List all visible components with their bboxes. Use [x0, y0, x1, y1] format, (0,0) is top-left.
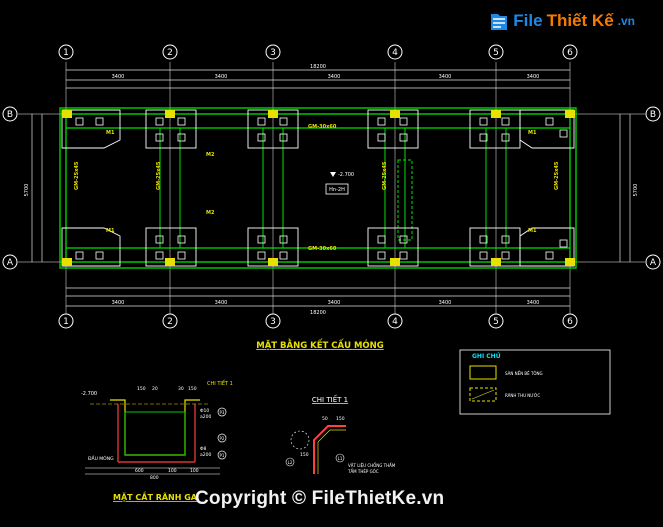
section-total-bottom: 800: [150, 475, 159, 481]
dimension-lines: [31, 69, 631, 307]
axis-label-3-bottom: 3: [270, 317, 276, 327]
footings: [61, 109, 575, 267]
detail-marker-2: L2: [288, 460, 293, 465]
legend-item-1: SÀN NỀN BÊ TÔNG: [505, 371, 543, 376]
marker-p2: P2: [220, 436, 225, 441]
legend: GHI CHÚ SÀN NỀN BÊ TÔNG RÃNH THU NƯỚC: [459, 349, 611, 415]
axis-label-4-top: 4: [392, 48, 398, 58]
piles: [75, 117, 568, 260]
section-dim-bottom-3: 100: [190, 468, 199, 474]
legend-title: GHI CHÚ: [472, 353, 501, 360]
columns: [62, 110, 575, 266]
grade-beam-tag-top: GM-30x60: [308, 124, 337, 130]
span-dim-3-bottom: 3400: [328, 300, 341, 306]
vertical-beam-tag-4: GM-25x45: [554, 161, 560, 190]
section-dim-2: 20: [152, 386, 158, 392]
section-dim-bottom-2: 100: [168, 468, 177, 474]
axis-label-5-bottom: 5: [493, 317, 499, 327]
grade-beam-outline: [59, 107, 577, 269]
total-length-dim-bottom: 18200: [310, 310, 326, 316]
axis-label-a-right: A: [650, 258, 657, 268]
axis-label-6-top: 6: [567, 48, 573, 58]
drain-outline: [60, 159, 576, 269]
span-dim-2: 3400: [215, 74, 228, 80]
span-dim-5: 3400: [527, 74, 540, 80]
detail-dim-3: 150: [300, 452, 309, 458]
span-dim-2-bottom: 3400: [215, 300, 228, 306]
total-length-dim: 18200: [310, 64, 326, 70]
section-detail-ref: CHI TIẾT 1: [207, 379, 233, 387]
vertical-beam-tag-3: GM-25x45: [382, 161, 388, 190]
footing-tag-4: M1: [106, 228, 115, 234]
footing-tag-3: M2: [206, 210, 215, 216]
watermark-brand-2: Thiết Kế: [546, 11, 614, 30]
axis-label-b-left: B: [7, 110, 13, 120]
axis-label-1-bottom: 1: [63, 317, 69, 327]
folder-logo-icon: [491, 14, 508, 30]
level-marker: -2.700 Hn-2H: [325, 172, 354, 195]
section-dim-4: 150: [188, 386, 197, 392]
rebar-tag-3: Φ8: [200, 446, 207, 452]
span-dim-3: 3400: [328, 74, 341, 80]
detail-marker-1: L1: [338, 456, 343, 461]
axis-label-5-top: 5: [493, 48, 499, 58]
section-title: MẶT CẮT RÃNH GA: [113, 490, 198, 502]
grade-beam-tag-bottom: GM-30x60: [308, 246, 337, 252]
center-tag: Hn-2H: [329, 187, 345, 193]
span-dim-5-bottom: 3400: [527, 300, 540, 306]
watermark-brand-3: .vn: [617, 14, 635, 28]
foot-label: ĐẦU MÓNG: [88, 454, 114, 462]
footing-tag-6: M1: [528, 228, 537, 234]
detail-dim-2: 150: [336, 416, 345, 422]
level-tag: -2.700: [338, 172, 354, 178]
watermark-brand-1: File: [513, 11, 543, 30]
plan-title: MẶT BẰNG KẾT CẤU MÓNG: [256, 338, 384, 351]
axis-label-1-top: 1: [63, 48, 69, 58]
axis-label-2-bottom: 2: [167, 317, 173, 327]
axis-label-a-left: A: [7, 258, 14, 268]
detail-title: CHI TIẾT 1: [312, 394, 348, 404]
axis-bubbles-side: [2, 106, 661, 270]
drain-section: -2.700 CHI TIẾT 1 150 20 30 150 600 100 …: [81, 379, 233, 502]
rebar-tag-2: a200: [200, 414, 211, 420]
footing-tag-2: M2: [206, 152, 215, 158]
footing-tag-1: M1: [106, 130, 115, 136]
rebar-tag-1: Φ10: [200, 408, 209, 414]
section-level: -2.700: [81, 391, 97, 397]
span-dim-1: 3400: [112, 74, 125, 80]
vertical-beam-tag-1: GM-25x45: [74, 161, 80, 190]
detail-note-1: VẬT LIỆU CHỐNG THẤM: [348, 463, 396, 468]
depth-dim-right: 5700: [633, 184, 639, 197]
axis-label-4-bottom: 4: [392, 317, 398, 327]
marker-p1: P1: [220, 453, 225, 458]
vertical-beam-tag-2: GM-25x45: [156, 161, 162, 190]
axis-label-2-top: 2: [167, 48, 173, 58]
section-dim-1: 150: [137, 386, 146, 392]
depth-dim-left: 5700: [24, 184, 30, 197]
legend-item-2: RÃNH THU NƯỚC: [505, 393, 540, 398]
detail-dim-1: 50: [322, 416, 328, 422]
axis-label-6-bottom: 6: [567, 317, 573, 327]
copyright-text: Copyright © FileThietKe.vn: [195, 488, 445, 509]
axis-label-b-right: B: [650, 110, 656, 120]
span-dim-4-bottom: 3400: [439, 300, 452, 306]
axis-bubbles-top: [58, 44, 578, 60]
section-dim-3: 30: [178, 386, 184, 392]
detail-note-2: TẤM THÉP GÓC: [347, 469, 379, 474]
span-dim-1-bottom: 3400: [112, 300, 125, 306]
section-dim-bottom-1: 600: [135, 468, 144, 474]
span-dim-4: 3400: [439, 74, 452, 80]
rebar-tag-4: a200: [200, 452, 211, 458]
axis-bubbles-bottom: [58, 313, 578, 329]
detail-1: CHI TIẾT 1 L1 L2 50 150 150 VẬT LIỆU CHỐ…: [285, 394, 396, 474]
axis-label-3-top: 3: [270, 48, 276, 58]
marker-p3: P3: [220, 410, 225, 415]
footing-tag-5: M1: [528, 130, 537, 136]
